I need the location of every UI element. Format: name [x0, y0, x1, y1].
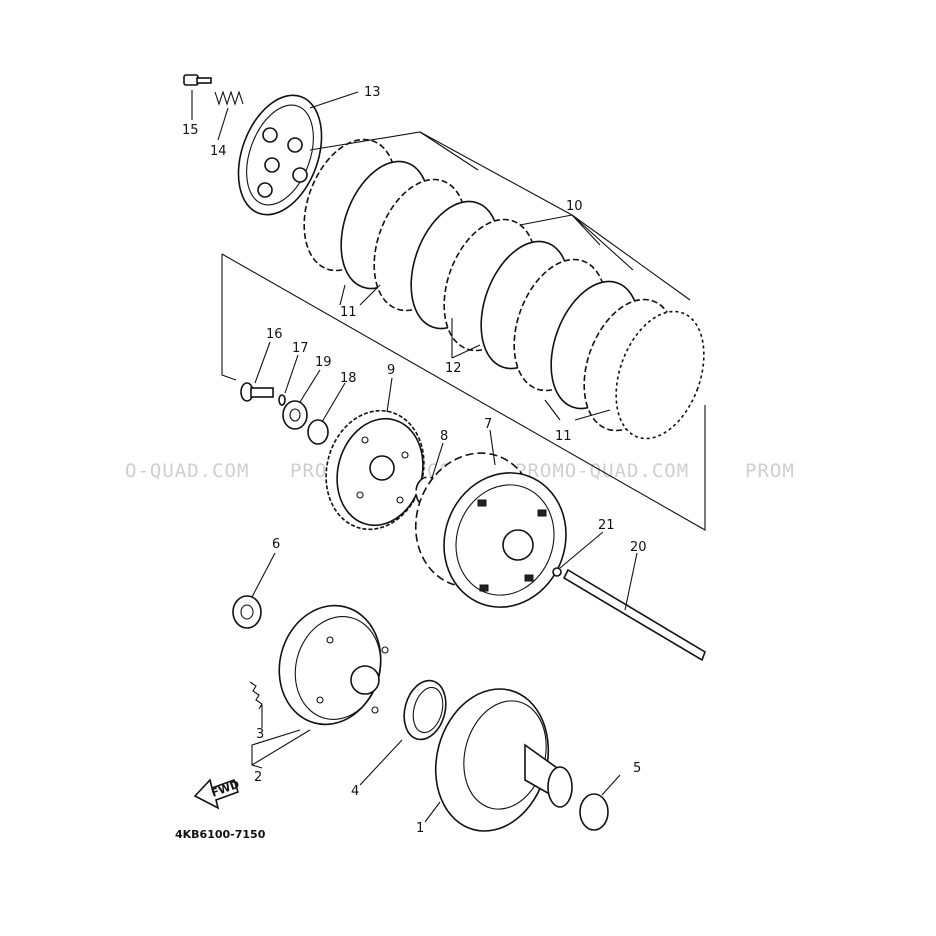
callout-11-b: 11	[555, 429, 572, 444]
callout-4: 4	[351, 784, 359, 799]
part-18-lock-washer	[307, 419, 329, 445]
callout-8: 8	[440, 429, 448, 444]
clutch-plate-stack	[303, 138, 705, 440]
part-15-bolt	[183, 74, 212, 86]
part-19-nut	[282, 400, 308, 430]
part-21-ball	[552, 567, 562, 577]
callout-16: 16	[266, 327, 283, 342]
part-13-pressure-plate	[237, 94, 323, 216]
callout-19: 19	[315, 355, 332, 370]
callout-20: 20	[630, 540, 647, 555]
callout-7: 7	[484, 417, 492, 432]
callout-14: 14	[210, 144, 227, 159]
part-14-spring	[214, 90, 244, 106]
callout-6: 6	[272, 537, 280, 552]
pack-frame	[221, 253, 706, 531]
part-7-clutch-housing	[414, 452, 567, 608]
watermark-1: O-QUAD.COM	[125, 460, 249, 482]
callout-1: 1	[416, 821, 424, 836]
part-4-one-way-clutch	[403, 679, 447, 741]
watermark-4: PROM	[745, 460, 795, 482]
drawing-code: 4KB6100-7150	[175, 828, 266, 841]
callout-18: 18	[340, 371, 357, 386]
part-5-o-ring	[579, 793, 609, 831]
part-3-spring	[249, 681, 263, 710]
callout-13: 13	[364, 85, 381, 100]
callout-3: 3	[256, 727, 264, 742]
part-6-nut	[232, 595, 262, 629]
part-17-ring	[278, 394, 286, 406]
part-2-centrifugal-clutch	[278, 604, 389, 726]
fwd-arrow-icon: FWD	[193, 778, 241, 810]
callout-9: 9	[387, 363, 395, 378]
part-16-bolt	[240, 382, 274, 402]
callout-12: 12	[445, 361, 462, 376]
part-1-clutch-carrier	[434, 688, 573, 832]
callout-21: 21	[598, 518, 615, 533]
callout-10: 10	[566, 199, 583, 214]
leader-lines	[191, 90, 691, 823]
part-20-push-rod	[562, 568, 706, 662]
callout-17: 17	[292, 341, 309, 356]
callout-5: 5	[633, 761, 641, 776]
callout-11-a: 11	[340, 305, 357, 320]
callout-15: 15	[182, 123, 199, 138]
callout-2: 2	[254, 770, 262, 785]
part-9-clutch-boss	[325, 409, 425, 531]
